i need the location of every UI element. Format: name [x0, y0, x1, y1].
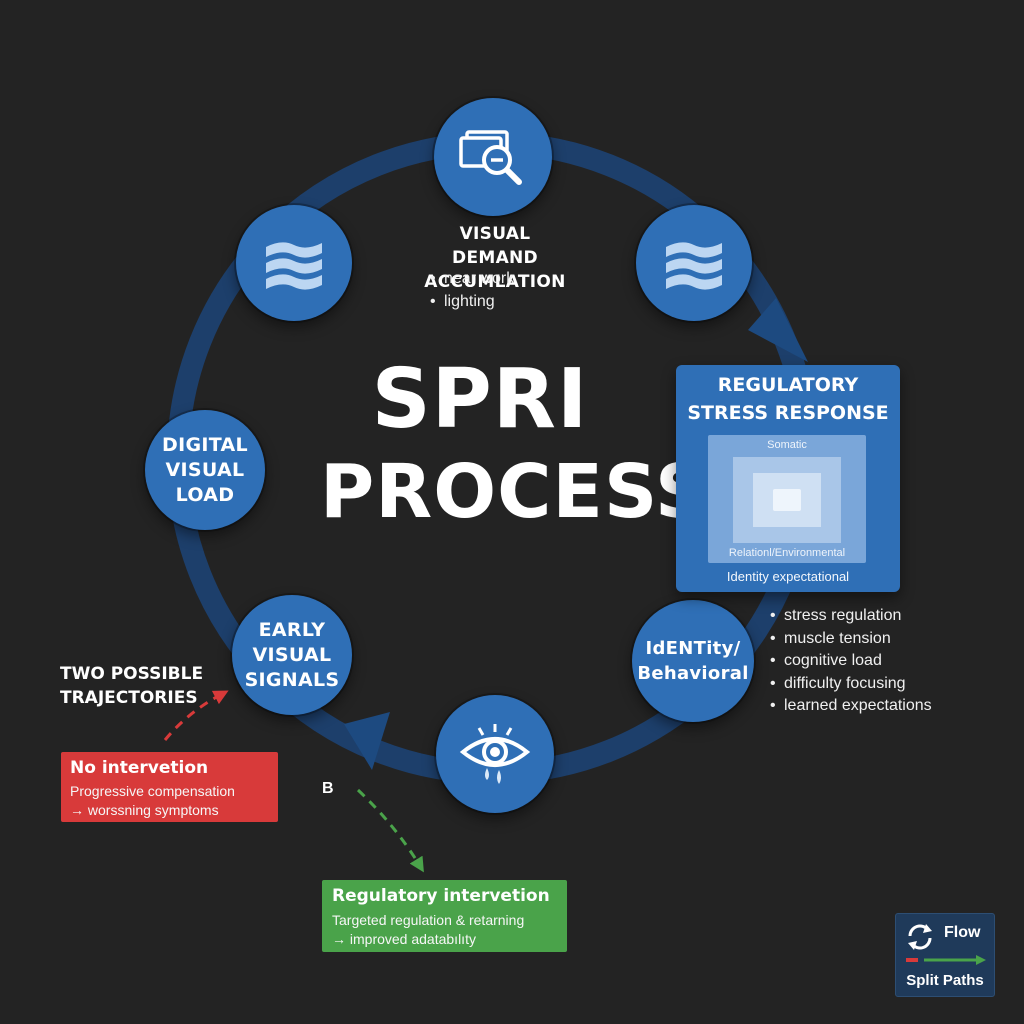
digital-load-label: DIGITAL VISUAL LOAD: [162, 433, 248, 506]
layer-outer: Somatic Relationl/Environmental: [708, 435, 866, 563]
ring-arrow-right: [748, 298, 808, 362]
regulatory-intervention-line-1: Targeted regulation & retarning: [332, 912, 525, 928]
no-intervention-arrow: [163, 690, 229, 741]
ring-arrow-bottom-left: [344, 712, 390, 770]
bullet-item: lighting: [430, 291, 514, 314]
no-intervention-box: No intervetion Progressive compensation …: [61, 752, 278, 822]
title-line-2: PROCESS: [320, 449, 710, 535]
waves-icon: [266, 242, 322, 290]
bullet-item: near work: [430, 268, 514, 291]
legend-flow-label: Flow: [944, 924, 981, 941]
stress-response-panel: REGULATORY STRESS RESPONSE Somatic Relat…: [676, 365, 900, 592]
bullet-item: learned expectations: [770, 695, 932, 718]
bullet-item: stress regulation: [770, 605, 932, 628]
cycle-arrows-icon: [908, 924, 932, 950]
early-signals-label: EARLY VISUAL SIGNALS: [244, 618, 340, 691]
regulatory-intervention-line-2: → improved adatabılıty: [332, 931, 476, 947]
split-paths-swatch: [906, 955, 986, 965]
magnifier-cards-icon: [459, 130, 522, 185]
stress-response-title-1: REGULATORY: [717, 374, 859, 396]
layer-middle: [733, 457, 841, 543]
trajectories-heading-1: TWO POSSIBLE: [60, 664, 204, 684]
regulatory-intervention-box: Regulatory intervetion Targeted regulati…: [322, 880, 567, 952]
layer-inner-label: Somatic: [767, 439, 807, 451]
title-line-1: SPRI: [371, 352, 589, 447]
stress-response-bullets: stress regulation muscle tension cogniti…: [770, 605, 932, 718]
visual-demand-bullets: near work lighting: [430, 268, 514, 313]
trajectories-heading-2: TRAJECTORIES: [60, 688, 198, 708]
identity-node: IdENTity/ Behavioral: [632, 600, 754, 722]
layer-core: [753, 473, 821, 527]
regulatory-intervention-title: Regulatory intervetion: [332, 886, 550, 906]
visual-demand-node: [434, 98, 552, 216]
bullet-item: difficulty focusing: [770, 673, 932, 696]
layer-outer-label: Relationl/Environmental: [728, 547, 846, 559]
tearing-eye-icon: [459, 724, 531, 784]
stress-response-footer: Identity expectational: [726, 569, 850, 584]
eye-node: [436, 695, 554, 813]
path-b-marker: B: [322, 780, 334, 797]
no-intervention-line-2: → worssning symptoms: [70, 802, 219, 818]
right-waves-node: [636, 205, 752, 321]
stress-response-title-2: STRESS RESPONSE: [687, 402, 889, 424]
waves-icon: [666, 242, 722, 290]
left-waves-node: [236, 205, 352, 321]
no-intervention-title: No intervetion: [70, 758, 209, 778]
legend: Flow Split Paths: [895, 913, 995, 997]
bullet-item: muscle tension: [770, 628, 932, 651]
identity-label: IdENTity/ Behavioral: [637, 638, 749, 684]
trajectories-heading: TWO POSSIBLE TRAJECTORIES: [60, 662, 203, 710]
early-signals-node: EARLY VISUAL SIGNALS: [232, 595, 352, 715]
bullet-item: cognitive load: [770, 650, 932, 673]
digital-load-node: DIGITAL VISUAL LOAD: [145, 410, 265, 530]
no-intervention-line-1: Progressive compensation: [70, 783, 235, 799]
legend-split-label: Split Paths: [906, 972, 984, 989]
layer-center: [773, 489, 801, 511]
intervention-arrow: [356, 788, 424, 873]
